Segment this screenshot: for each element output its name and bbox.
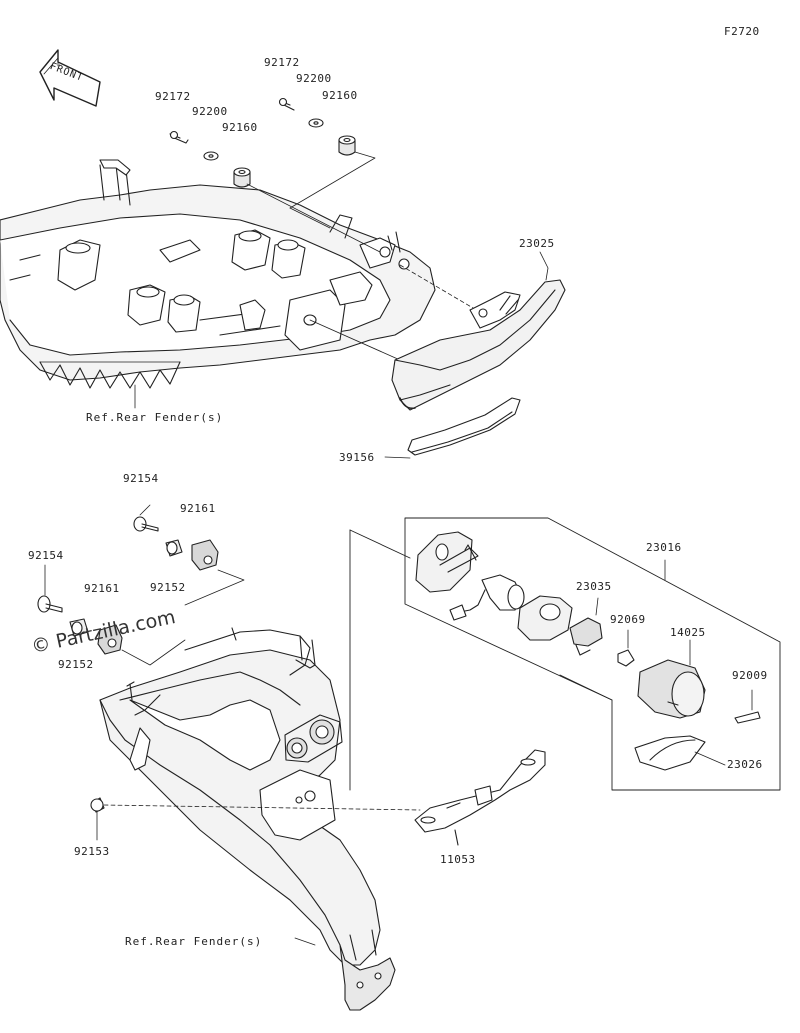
grommet-hardware-top [169, 97, 356, 188]
part-label-92200[interactable]: 92200 [296, 72, 332, 85]
leader-lines-lightbox [595, 559, 753, 766]
part-label-92154[interactable]: 92154 [28, 549, 64, 562]
part-label-14025[interactable]: 14025 [670, 626, 706, 639]
part-label-92152[interactable]: 92152 [150, 581, 186, 594]
part-label-92152[interactable]: 92152 [58, 658, 94, 671]
part-label-92161[interactable]: 92161 [180, 502, 216, 515]
part-label-92200[interactable]: 92200 [192, 105, 228, 118]
part-label-92172[interactable]: 92172 [155, 90, 191, 103]
part-label-39156[interactable]: 39156 [339, 451, 375, 464]
part-label-92154[interactable]: 92154 [123, 472, 159, 485]
part-label-23035[interactable]: 23035 [576, 580, 612, 593]
leader-lines-23025 [384, 251, 549, 459]
part-label-92009[interactable]: 92009 [732, 669, 768, 682]
part-label-92161[interactable]: 92161 [84, 582, 120, 595]
rear-frame-drawing [0, 159, 436, 389]
part-label-11053[interactable]: 11053 [440, 853, 476, 866]
license-light-parts-drawing [415, 531, 761, 771]
part-label-92172[interactable]: 92172 [264, 56, 300, 69]
reflector-39156-drawing [407, 397, 521, 456]
diagram-id: F2720 [724, 25, 760, 38]
front-arrow-icon [39, 49, 101, 107]
ref-rear-fender-label[interactable]: Ref.Rear Fender(s) [125, 935, 263, 948]
part-label-23025[interactable]: 23025 [519, 237, 555, 250]
rear-fender-drawing [99, 627, 396, 1011]
leader-lines-bottom [44, 504, 421, 946]
part-label-23016[interactable]: 23016 [646, 541, 682, 554]
part-label-23026[interactable]: 23026 [727, 758, 763, 771]
ref-rear-fender-label[interactable]: Ref.Rear Fender(s) [86, 411, 224, 424]
part-label-92153[interactable]: 92153 [74, 845, 110, 858]
part-label-92069[interactable]: 92069 [610, 613, 646, 626]
license-light-box [349, 517, 781, 791]
part-label-92160[interactable]: 92160 [322, 89, 358, 102]
tail-light-23025-drawing [391, 279, 566, 411]
fender-hardware-drawing [37, 516, 219, 813]
plate-bracket-11053-drawing [414, 749, 546, 846]
part-label-92160[interactable]: 92160 [222, 121, 258, 134]
